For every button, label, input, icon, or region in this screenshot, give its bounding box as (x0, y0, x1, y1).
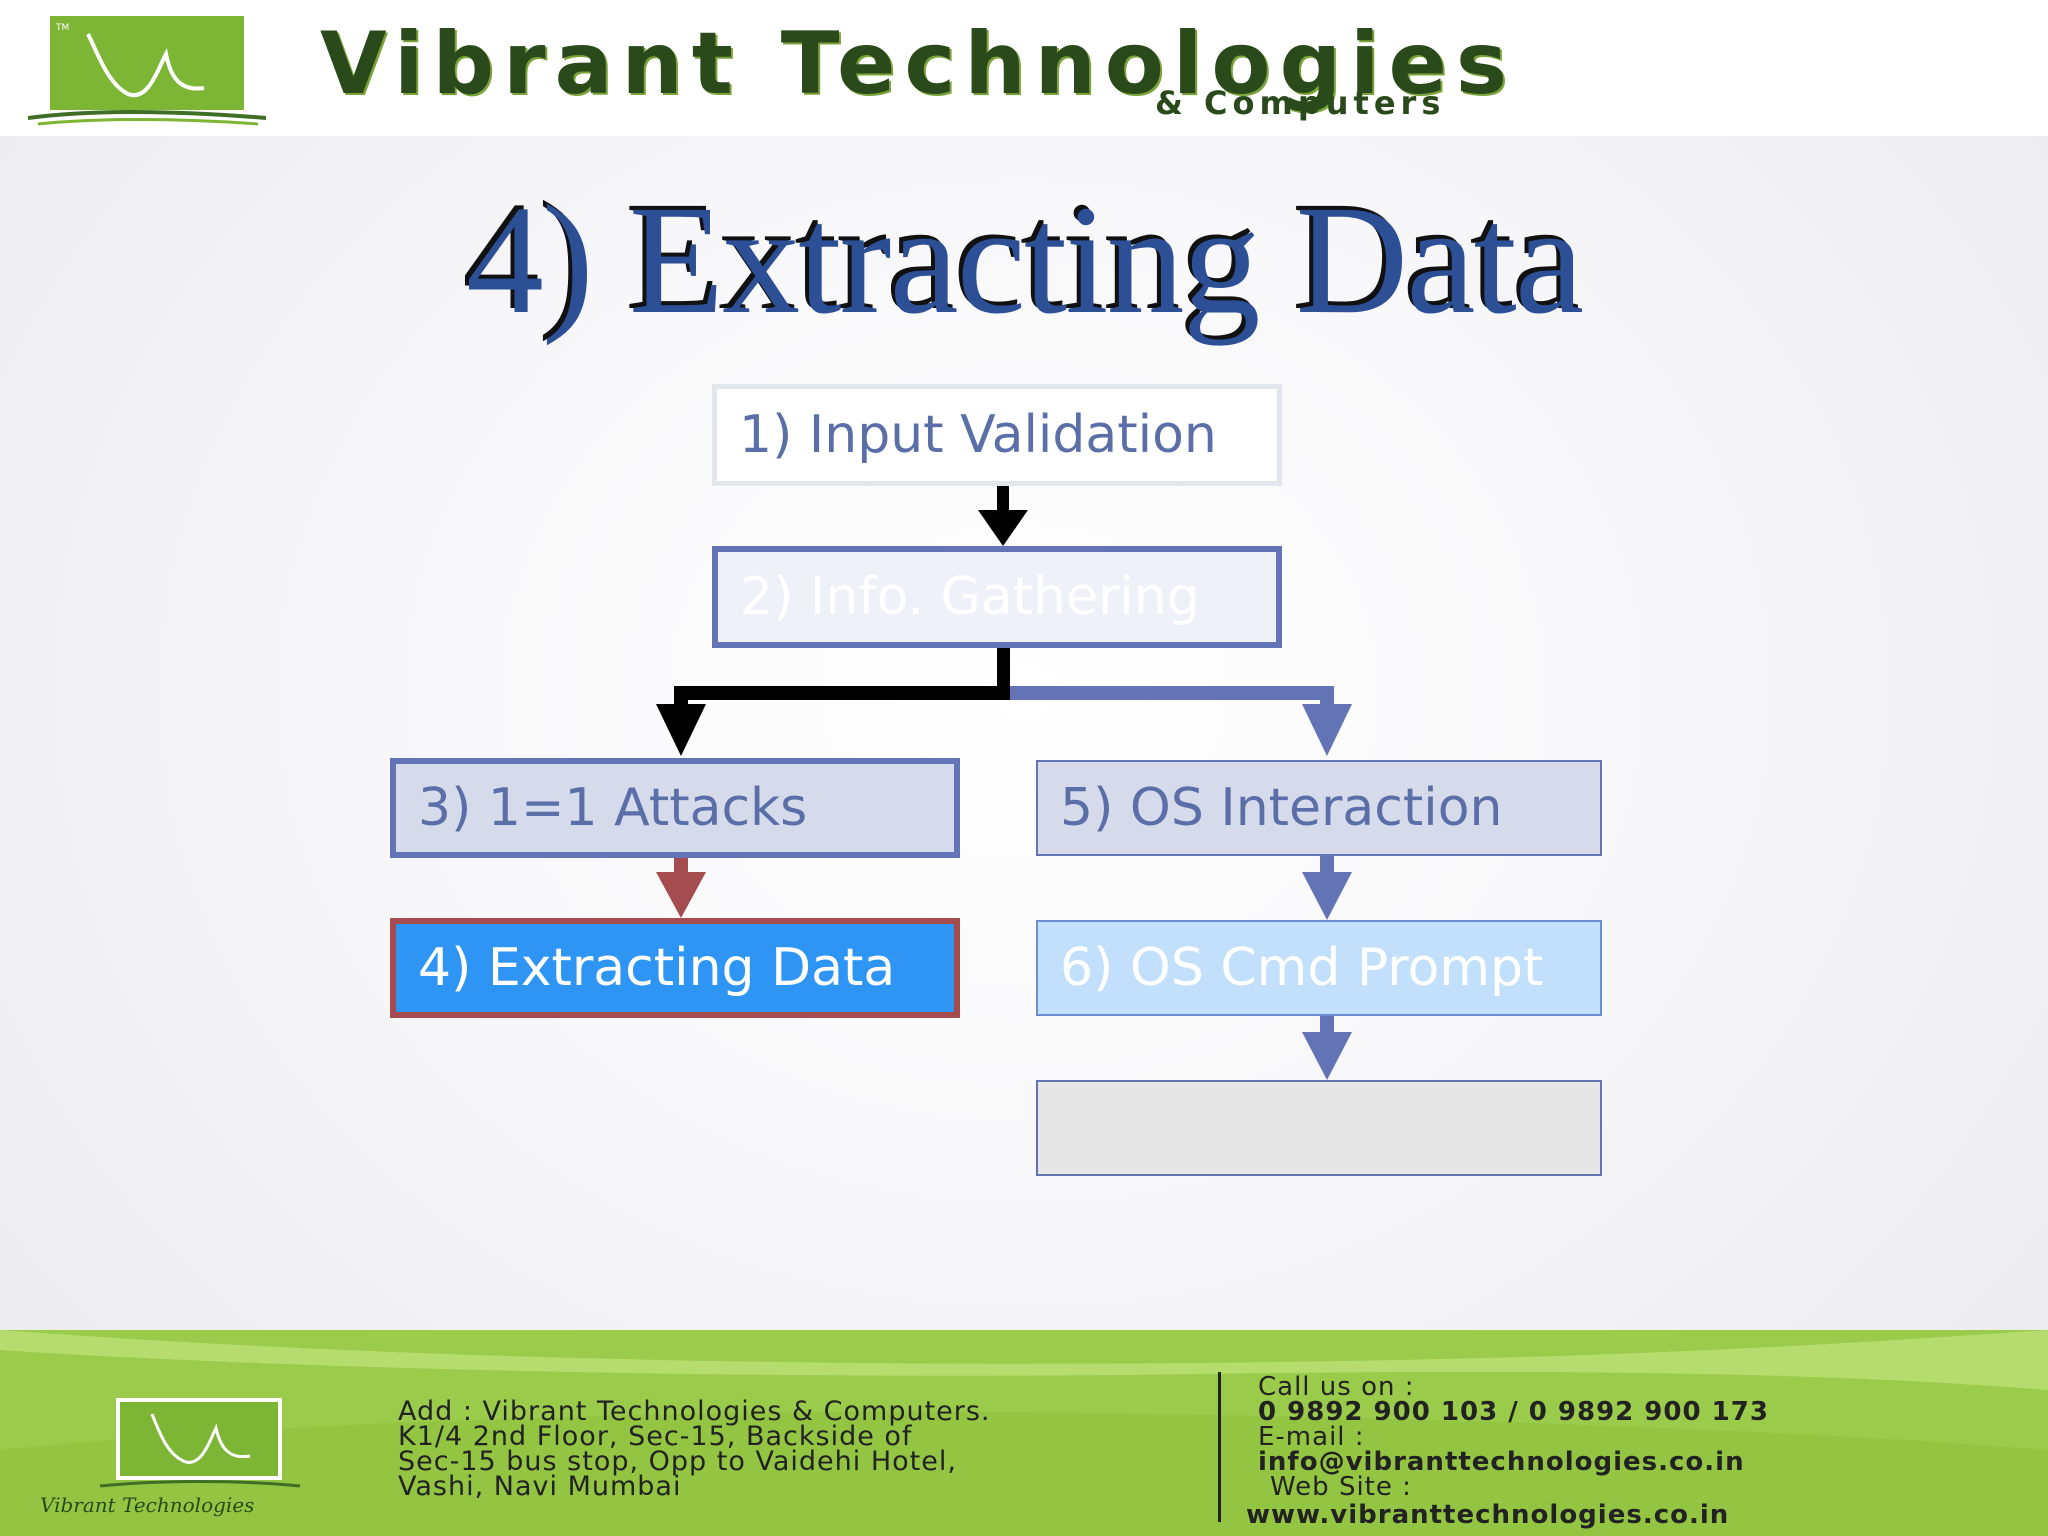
arrow-1-to-2 (978, 486, 1028, 546)
slide-title: 4) Extracting Data (465, 173, 1584, 346)
footer-logo-icon: Vibrant Technologies (40, 1398, 301, 1517)
step-extracting-data: 4) Extracting Data (390, 918, 960, 1018)
email-label: E-mail : (1258, 1422, 1365, 1452)
phone-numbers[interactable]: 0 9892 900 103 / 0 9892 900 173 (1258, 1397, 1769, 1427)
arrow-6-to-7 (1302, 1016, 1352, 1080)
footer-logo-text: Vibrant Technologies (40, 1493, 254, 1517)
website-label: Web Site : (1270, 1472, 1412, 1502)
trademark-mark: TM (55, 23, 69, 33)
arrow-5-to-6 (1302, 856, 1352, 920)
arrow-2-to-5 (1010, 686, 1352, 756)
brand-subtitle: & Computers (1155, 84, 1446, 122)
vibrant-logo-icon: TM (28, 16, 266, 126)
footer-band: Vibrant Technologies Add : Vibrant Techn… (0, 1330, 2048, 1536)
header-band: TM Vibrant Technologies & Computers (0, 0, 2048, 136)
step-input-validation: 1) Input Validation (712, 384, 1282, 486)
step-info-gathering: 2) Info. Gathering (712, 546, 1282, 648)
step-os-interaction: 5) OS Interaction (1036, 760, 1602, 856)
step-empty (1036, 1080, 1602, 1176)
website-link[interactable]: www.vibranttechnologies.co.in (1246, 1500, 1730, 1530)
email-link[interactable]: info@vibranttechnologies.co.in (1258, 1447, 1745, 1477)
address-line-4: Vashi, Navi Mumbai (398, 1471, 682, 1502)
arrow-3-to-4 (656, 858, 706, 918)
address-line-2: K1/4 2nd Floor, Sec-15, Backside of (398, 1421, 913, 1452)
call-label: Call us on : (1258, 1372, 1415, 1402)
step-attacks: 3) 1=1 Attacks (390, 758, 960, 858)
brand-name: Vibrant Technologies (320, 14, 1517, 114)
step-os-cmd-prompt: 6) OS Cmd Prompt (1036, 920, 1602, 1016)
footer-background (0, 1330, 2048, 1536)
address-line-1: Add : Vibrant Technologies & Computers. (398, 1396, 991, 1427)
arrow-2-to-3 (656, 648, 1010, 756)
address-line-3: Sec-15 bus stop, Opp to Vaidehi Hotel, (398, 1446, 957, 1477)
footer-divider (1218, 1372, 1221, 1522)
